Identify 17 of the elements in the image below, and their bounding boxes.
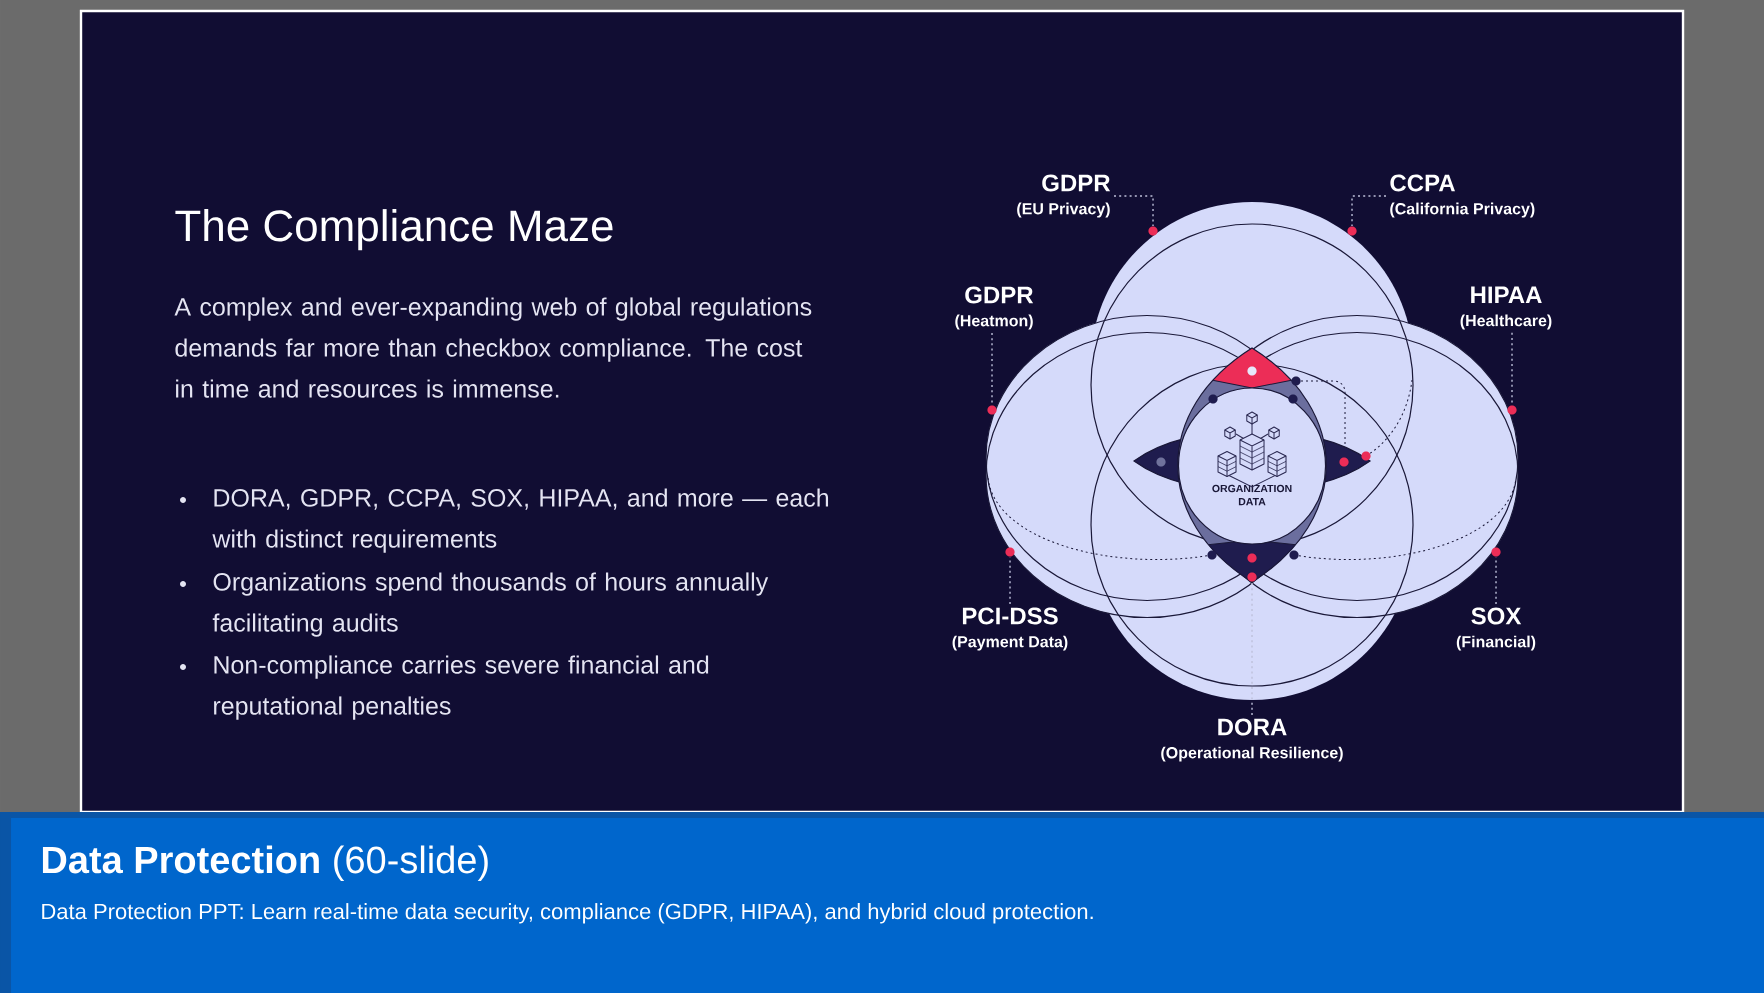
paragraph: A complex and ever-expanding web of global regulations demands far more than checkbox compliance. The cost in time and resources is immense. xyxy=(174,297,812,398)
region-label: GDPR (Heatmon) xyxy=(955,286,1034,330)
leader-line xyxy=(1113,195,1154,227)
region-label: DORA (Operational Resilience) xyxy=(1161,718,1343,762)
bullet-text: Non-compliance carries severe financial and reputational penalties xyxy=(214,655,709,720)
banner-text: Data Protection PPT: Learn real-time data security, compliance (GDPR, HIPAA), and hybrid cloud protection. xyxy=(42,903,1093,924)
region-label: CCPA (California Privacy) xyxy=(1390,174,1535,218)
banner-title: Data Protection (60-slide) xyxy=(42,845,488,881)
leader-line xyxy=(1351,195,1387,227)
region-label: PCI-DSS (Payment Data) xyxy=(952,607,1068,651)
region-label: SOX (Financial) xyxy=(1456,607,1536,651)
bullet-text: DORA, GDPR, CCPA, SOX, HIPAA, and more — each with distinct requirements xyxy=(212,488,828,553)
leader-line xyxy=(991,332,993,406)
region-label: GDPR (EU Privacy) xyxy=(1017,174,1111,218)
bullet-text: Organizations spend thousands of hours annually facilitating audits xyxy=(212,572,769,637)
slide-title: The Compliance Maze xyxy=(175,209,613,251)
region-label: HIPAA (Healthcare) xyxy=(1460,286,1552,330)
